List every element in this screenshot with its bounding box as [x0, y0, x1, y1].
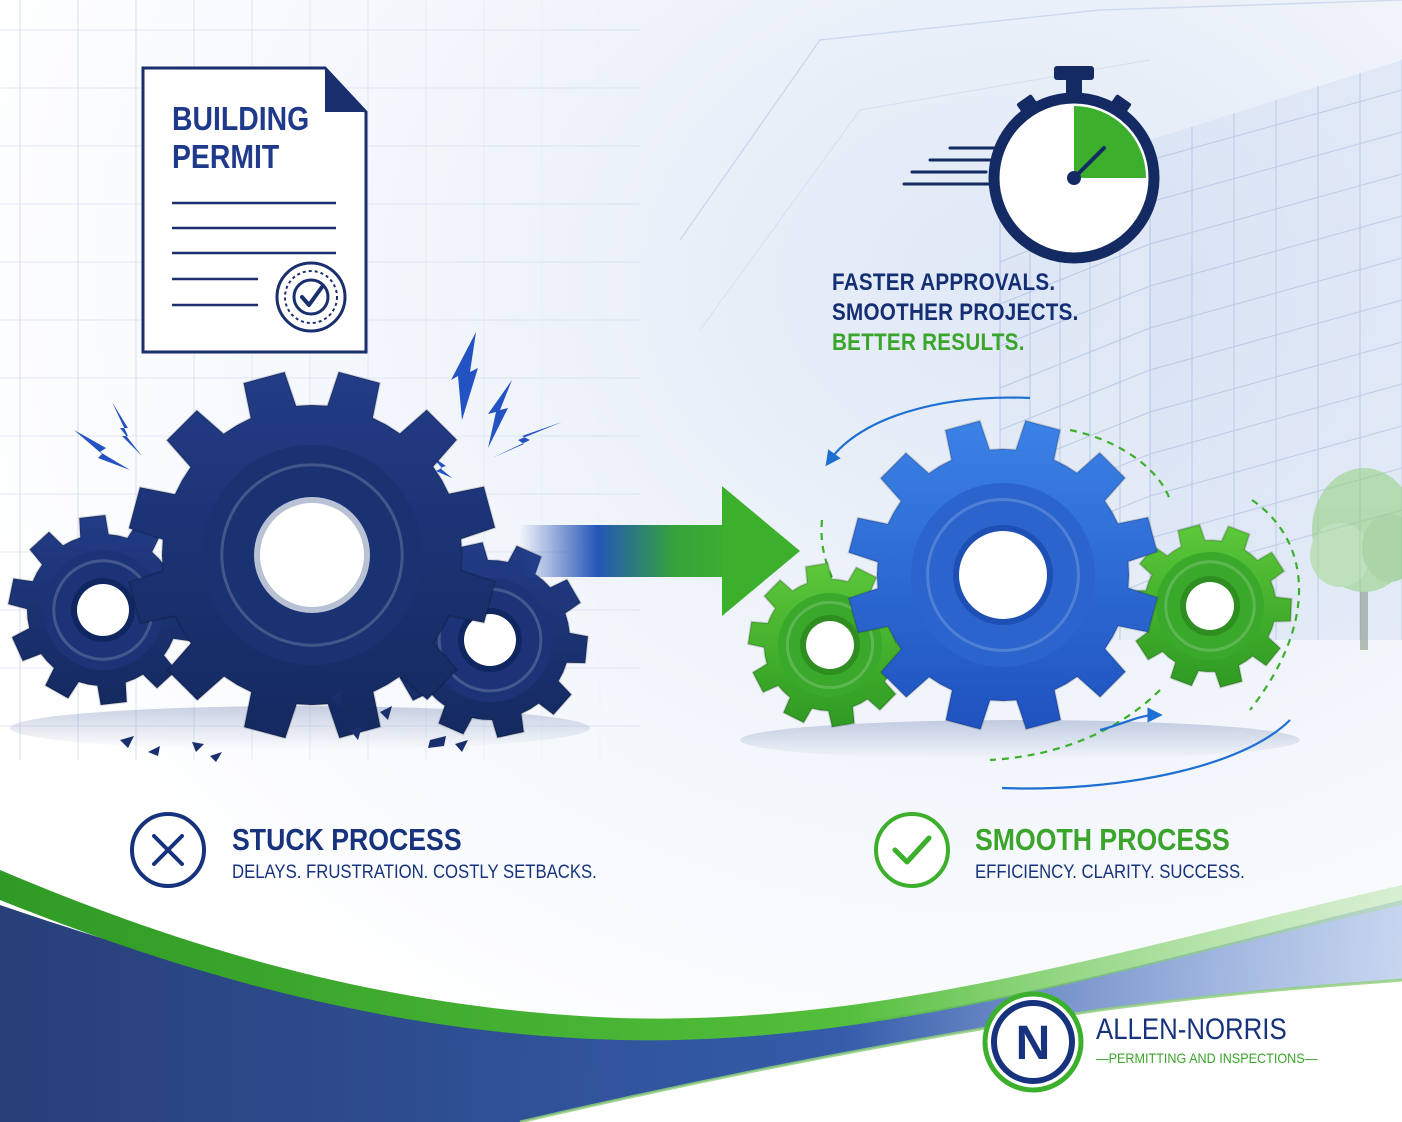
brand-logo: N [982, 991, 1084, 1093]
permit-title-line2: PERMIT [172, 138, 280, 175]
smooth-subtext: EFFICIENCY. CLARITY. SUCCESS. [975, 862, 1245, 883]
permit-title: BUILDING PERMIT [172, 100, 309, 176]
stuck-gear-left [7, 513, 199, 707]
stuck-subtext: DELAYS. FRUSTRATION. COSTLY SETBACKS. [232, 862, 597, 883]
brand-tagline: —PERMITTING AND INSPECTIONS— [1096, 1050, 1318, 1066]
smooth-gear-center [847, 419, 1159, 731]
tagline-line1: FASTER APPROVALS. [832, 269, 1056, 296]
permit-title-line1: BUILDING [172, 100, 310, 137]
smooth-gears [746, 419, 1293, 731]
smooth-gear-right [1127, 523, 1293, 689]
broken-shards [120, 690, 468, 762]
right-gears-shadow [740, 720, 1300, 760]
logo-letter: N [1016, 1017, 1051, 1070]
arrow-right-icon [520, 486, 800, 616]
tagline-line3: BETTER RESULTS. [832, 329, 1025, 356]
stuck-gear-center [127, 370, 497, 740]
brand-name: ALLEN-NORRIS [1096, 1013, 1287, 1046]
tagline-line2: SMOOTHER PROJECTS. [832, 299, 1079, 326]
smooth-heading: SMOOTH PROCESS [975, 822, 1230, 857]
stopwatch-icon [902, 66, 1160, 264]
tree-icon [1310, 468, 1402, 650]
check-circle-icon [874, 812, 950, 888]
stuck-heading: STUCK PROCESS [232, 822, 462, 857]
approval-stamp-icon [275, 261, 347, 333]
cycle-arrows [820, 396, 1301, 790]
x-circle-icon [130, 812, 206, 888]
stuck-gears [7, 370, 589, 740]
